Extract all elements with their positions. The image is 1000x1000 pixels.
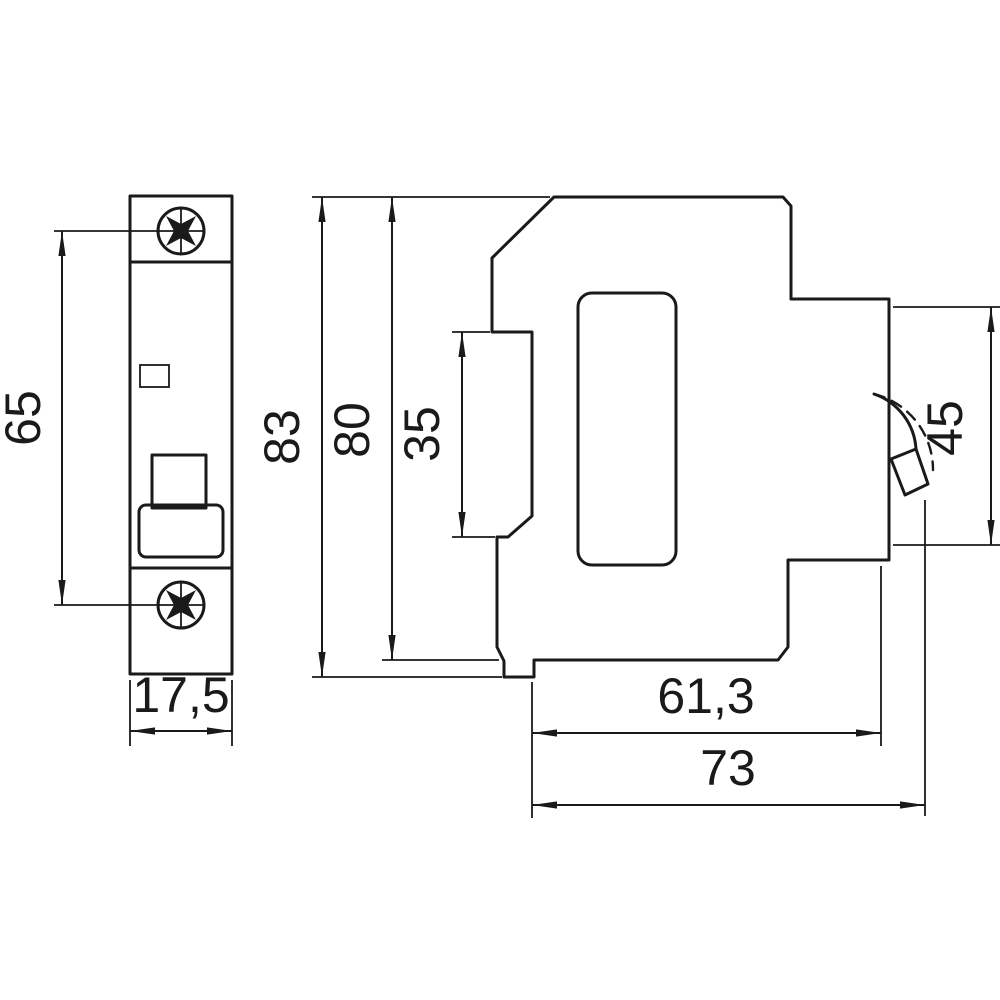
dim-label-35: 35 (394, 406, 450, 462)
dim-label-73: 73 (700, 740, 756, 796)
label-window (576, 291, 678, 567)
dim-label-45: 45 (917, 400, 973, 456)
dim-body-depth: 61,3 (531, 566, 882, 818)
dim-din-channel: 35 (394, 331, 495, 538)
dim-label-83: 83 (254, 409, 310, 465)
dim-front-width: 17,5 (129, 667, 233, 746)
screw-head-bottom-icon (156, 580, 206, 630)
dim-screw-spacing: 65 (0, 230, 160, 606)
dim-label-65: 65 (0, 390, 51, 446)
dim-body-height: 80 (324, 197, 499, 661)
dim-label-80: 80 (324, 402, 380, 458)
toggle-lever-front (150, 453, 208, 510)
dim-overall-depth: 73 (532, 500, 926, 816)
dim-overall-height: 83 (254, 196, 550, 678)
breaker-side-body (490, 195, 891, 679)
front-view (128, 194, 234, 676)
dim-label-17-5: 17,5 (132, 667, 229, 723)
screw-head-top-icon (156, 206, 206, 256)
indicator-window (139, 364, 170, 388)
side-view (490, 195, 935, 679)
dim-face-height: 45 (893, 306, 1000, 546)
breaker-front-body (128, 194, 234, 676)
toggle-base-front (137, 503, 225, 559)
toggle-lever-side (889, 447, 930, 497)
dim-label-61-3: 61,3 (657, 668, 754, 724)
